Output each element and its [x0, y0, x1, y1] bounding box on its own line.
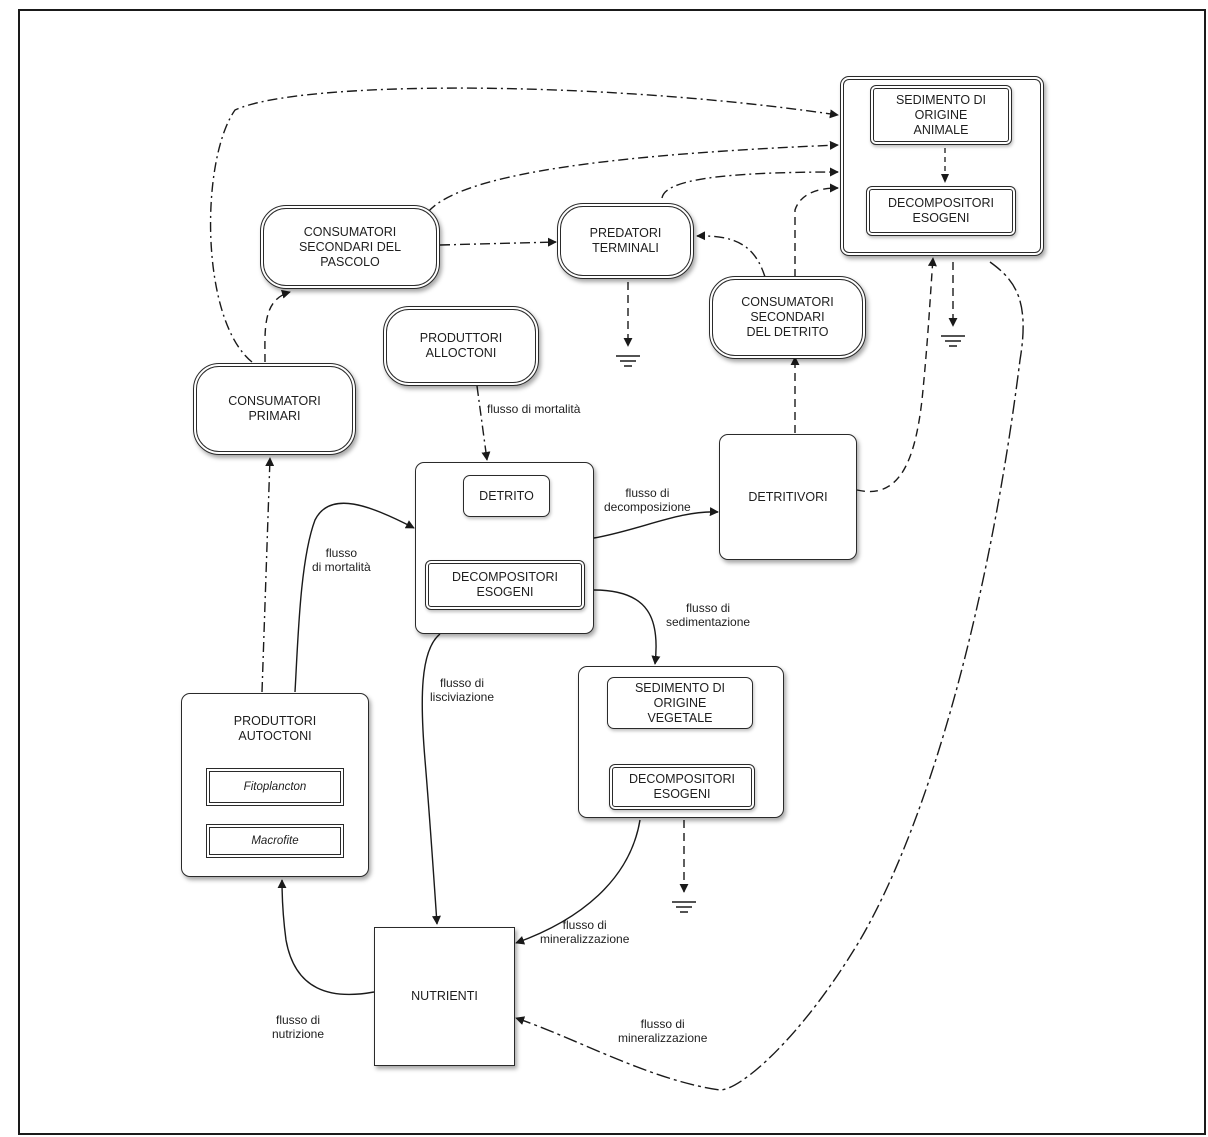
- arrow-primari-to-sedimento: [209, 87, 839, 363]
- macrofite-node: Macrofite: [206, 824, 344, 858]
- decompositori-vegetale-node: DECOMPOSITORI ESOGENI: [609, 764, 755, 810]
- arrow-alloctoni-to-detrito: [476, 385, 491, 461]
- produttori-alloctoni-node: PRODUTTORI ALLOCTONI: [383, 306, 539, 386]
- ground-icon: [672, 901, 696, 913]
- produttori-autoctoni-group: PRODUTTORI AUTOCTONI Fitoplancton Macrof…: [181, 693, 369, 877]
- label-mineralizzazione-animale: flusso di mineralizzazione: [618, 1017, 708, 1045]
- arrow-detrito-consumers-to-predatori: [696, 231, 766, 278]
- consumatori-secondari-detrito-node: CONSUMATORI SECONDARI DEL DETRITO: [709, 276, 866, 359]
- predatori-terminali-node: PREDATORI TERMINALI: [557, 203, 694, 279]
- ground-icon: [941, 335, 965, 347]
- decompositori-detrito-node: DECOMPOSITORI ESOGENI: [425, 560, 585, 610]
- sedimento-vegetale-node: SEDIMENTO DI ORIGINE VEGETALE: [607, 677, 753, 729]
- detrito-node: DETRITO: [463, 475, 550, 517]
- arrow-nutrienti-to-autoctoni: [277, 879, 375, 996]
- detritivori-node: DETRITIVORI: [719, 434, 857, 560]
- label-sedimentazione: flusso di sedimentazione: [666, 601, 751, 629]
- arrow-sedimento-to-nutrienti: [515, 261, 1024, 1091]
- arrow-detrito-to-nutrienti: [421, 633, 441, 925]
- internal-arrow: [941, 148, 949, 183]
- sedimento-animale-group: SEDIMENTO DI ORIGINE ANIMALE DECOMPOSITO…: [840, 76, 1044, 256]
- label-mortalita-alloctoni: flusso di mortalità: [487, 402, 581, 416]
- label-lisciviazione: flusso di lisciviazione: [430, 676, 495, 704]
- label-mineralizzazione-vegetale: flusso di mineralizzazione: [540, 918, 630, 946]
- consumatori-primari-node: CONSUMATORI PRIMARI: [193, 363, 356, 455]
- ground-icon: [616, 355, 640, 367]
- arrow-autoctoni-to-primari: [261, 457, 275, 693]
- nutrienti-node: NUTRIENTI: [374, 927, 515, 1066]
- sedimento-animale-node: SEDIMENTO DI ORIGINE ANIMALE: [870, 85, 1012, 145]
- label-nutrizione: flusso di nutrizione: [272, 1013, 325, 1041]
- arrow-sedimento-vegetale-to-nutrienti: [515, 819, 641, 945]
- decompositori-animale-node: DECOMPOSITORI ESOGENI: [866, 186, 1016, 236]
- arrow-detritivori-to-sedimento: [856, 257, 937, 493]
- produttori-autoctoni-title: PRODUTTORI AUTOCTONI: [233, 714, 317, 743]
- arrow-pascolo-to-sedimento: [427, 140, 839, 213]
- arrow-predatori-to-sedimento: [661, 167, 839, 199]
- sedimento-vegetale-group: SEDIMENTO DI ORIGINE VEGETALE DECOMPOSIT…: [578, 666, 784, 818]
- arrow-pascolo-to-predatori: [439, 237, 557, 247]
- arrow-detrito-to-detritivori: [593, 507, 719, 539]
- detrito-group: DETRITO DECOMPOSITORI ESOGENI: [415, 462, 594, 634]
- arrow-detrito-consumers-to-sedimento: [794, 183, 839, 277]
- consumatori-secondari-pascolo-node: CONSUMATORI SECONDARI DEL PASCOLO: [260, 205, 440, 289]
- arrow-autoctoni-to-detrito: [294, 502, 415, 693]
- arrow-detrito-to-sedimento-vegetale: [593, 589, 661, 665]
- fitoplancton-node: Fitoplancton: [206, 768, 344, 806]
- diagram-frame: [18, 9, 1206, 1135]
- arrow-primari-to-pascolo: [264, 289, 291, 363]
- label-decomposizione: flusso di decomposizione: [604, 486, 691, 514]
- label-mortalita-autoctoni: flusso di mortalità: [312, 546, 371, 574]
